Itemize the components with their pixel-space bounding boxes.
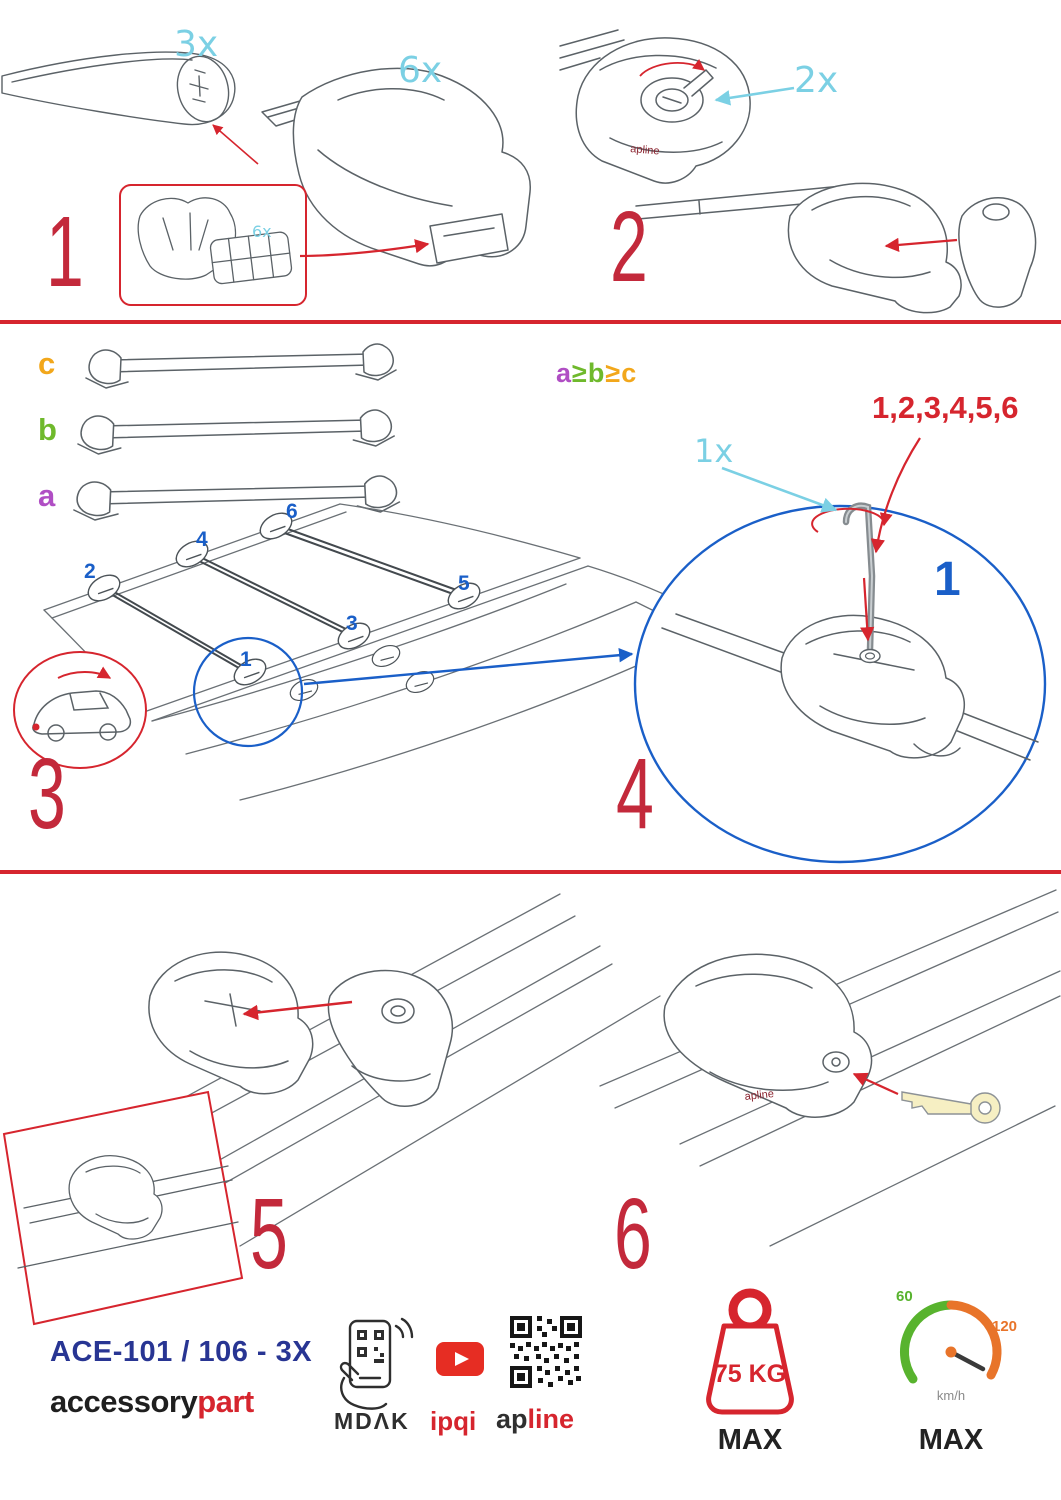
foot-logo-text: apline bbox=[630, 143, 660, 158]
section3-illustration: apline bbox=[2, 889, 1061, 1326]
bolt-socket bbox=[864, 652, 876, 660]
bolt-head bbox=[859, 648, 881, 664]
speed-high-label: 120 bbox=[992, 1318, 1018, 1335]
mdak-logo: MDΛK bbox=[334, 1408, 410, 1434]
position-3: 3 bbox=[346, 612, 358, 635]
bar-a-sketch bbox=[73, 475, 401, 521]
position-6: 6 bbox=[286, 500, 298, 523]
pad-quantity-label: 6x bbox=[252, 222, 272, 241]
brand-red: part bbox=[197, 1384, 254, 1419]
foot-logo-text: apline bbox=[744, 1088, 774, 1103]
phone-qr-icon bbox=[339, 1317, 414, 1410]
bar-b-sketch bbox=[77, 409, 395, 455]
ipqi-logo: ipqi bbox=[430, 1406, 477, 1436]
bar-label-a: a bbox=[38, 478, 56, 513]
weight-limit-value: 75 KG bbox=[713, 1360, 787, 1388]
spare-foot bbox=[286, 674, 322, 706]
arrow-key-to-bolt bbox=[860, 577, 875, 642]
step1-number: 1 bbox=[46, 196, 84, 308]
rule-ge1: ≥ bbox=[572, 358, 588, 388]
step5-number: 5 bbox=[250, 1178, 288, 1290]
model-code: ACE-101 / 106 - 3X bbox=[50, 1336, 313, 1368]
section-divider-2 bbox=[0, 870, 1061, 874]
tightening-order: 1,2,3,4,5,6 bbox=[872, 390, 1019, 425]
foot-quantity-label: 6x bbox=[398, 50, 443, 91]
youtube-icon bbox=[436, 1342, 484, 1376]
crossbar-sketch bbox=[1, 51, 236, 126]
rotate-key-arrow bbox=[811, 507, 893, 533]
bar-label-c: c bbox=[38, 346, 56, 381]
max-weight-icon bbox=[706, 1288, 794, 1415]
arrow-cover-to-foot bbox=[242, 1000, 353, 1021]
arrow-1x-to-key bbox=[721, 466, 838, 513]
qr-code bbox=[510, 1316, 582, 1388]
lock-key-sketch bbox=[901, 1091, 1001, 1124]
lock-foot-sketch bbox=[559, 29, 751, 184]
bar-c-sketch bbox=[85, 343, 397, 389]
rule-a: a bbox=[556, 358, 573, 388]
key-quantity-label: 2x bbox=[794, 60, 839, 101]
rule-b: b bbox=[587, 358, 606, 388]
apline-line: line bbox=[527, 1404, 575, 1434]
position-5: 5 bbox=[458, 572, 470, 595]
car-front-dot bbox=[32, 723, 40, 731]
position-4: 4 bbox=[196, 528, 208, 551]
arrow-key-to-lock bbox=[852, 1072, 899, 1096]
tool-quantity-label: 1x bbox=[694, 432, 734, 470]
arrow-to-bar-end bbox=[212, 124, 259, 165]
callout-circle bbox=[192, 636, 304, 748]
car-direction-arrow bbox=[57, 666, 112, 679]
first-position-label: 1 bbox=[934, 553, 961, 606]
bar-endcap-sketch bbox=[635, 182, 1037, 314]
hex-key-highlight bbox=[845, 504, 874, 651]
section2-illustration bbox=[13, 343, 1047, 864]
key-turn-arrow bbox=[639, 59, 705, 77]
section1-illustration: apline bbox=[1, 29, 1037, 314]
callout-arrow bbox=[303, 648, 634, 686]
step5-foot-sketch bbox=[148, 951, 314, 1095]
brand-black: accessory bbox=[50, 1384, 198, 1419]
speed-max-label: MAX bbox=[918, 1424, 984, 1456]
mounted-bars-sketch bbox=[103, 523, 468, 676]
zoom-foot-sketch bbox=[661, 613, 1039, 761]
arrow-pad-to-foot bbox=[299, 239, 430, 258]
step4-number: 4 bbox=[616, 738, 654, 850]
step5-cover-sketch bbox=[327, 969, 454, 1107]
arrow-2x-to-lock bbox=[714, 86, 795, 106]
foot-sketch bbox=[261, 67, 531, 267]
arrow-order-sequence bbox=[870, 437, 921, 554]
speedometer-icon bbox=[899, 1300, 1002, 1384]
step6-number: 6 bbox=[614, 1178, 652, 1290]
position-1: 1 bbox=[240, 648, 252, 671]
bar-quantity-label: 3x bbox=[174, 24, 219, 65]
brand-logo: accessorypart bbox=[50, 1384, 254, 1420]
bar-label-b: b bbox=[38, 412, 57, 447]
speed-unit-label: km/h bbox=[936, 1388, 966, 1403]
step6-foot-sketch bbox=[663, 953, 873, 1118]
position-2: 2 bbox=[84, 560, 96, 583]
weight-max-label: MAX bbox=[717, 1424, 783, 1456]
size-rule: a≥b≥c bbox=[556, 358, 637, 389]
section-divider-1 bbox=[0, 320, 1061, 324]
apline-ap: ap bbox=[496, 1404, 528, 1434]
rule-ge2: ≥ bbox=[605, 358, 622, 388]
step2-number: 2 bbox=[610, 191, 648, 303]
apline-logo: apline bbox=[496, 1404, 574, 1435]
rule-c: c bbox=[621, 358, 638, 388]
arrow-cap-to-foot bbox=[884, 237, 958, 253]
pad-inset-sketch bbox=[137, 197, 293, 285]
mounted-inset-sketch bbox=[17, 1155, 239, 1269]
step3-number: 3 bbox=[28, 738, 66, 850]
car-sketch bbox=[32, 690, 132, 742]
speed-low-label: 60 bbox=[896, 1288, 913, 1305]
